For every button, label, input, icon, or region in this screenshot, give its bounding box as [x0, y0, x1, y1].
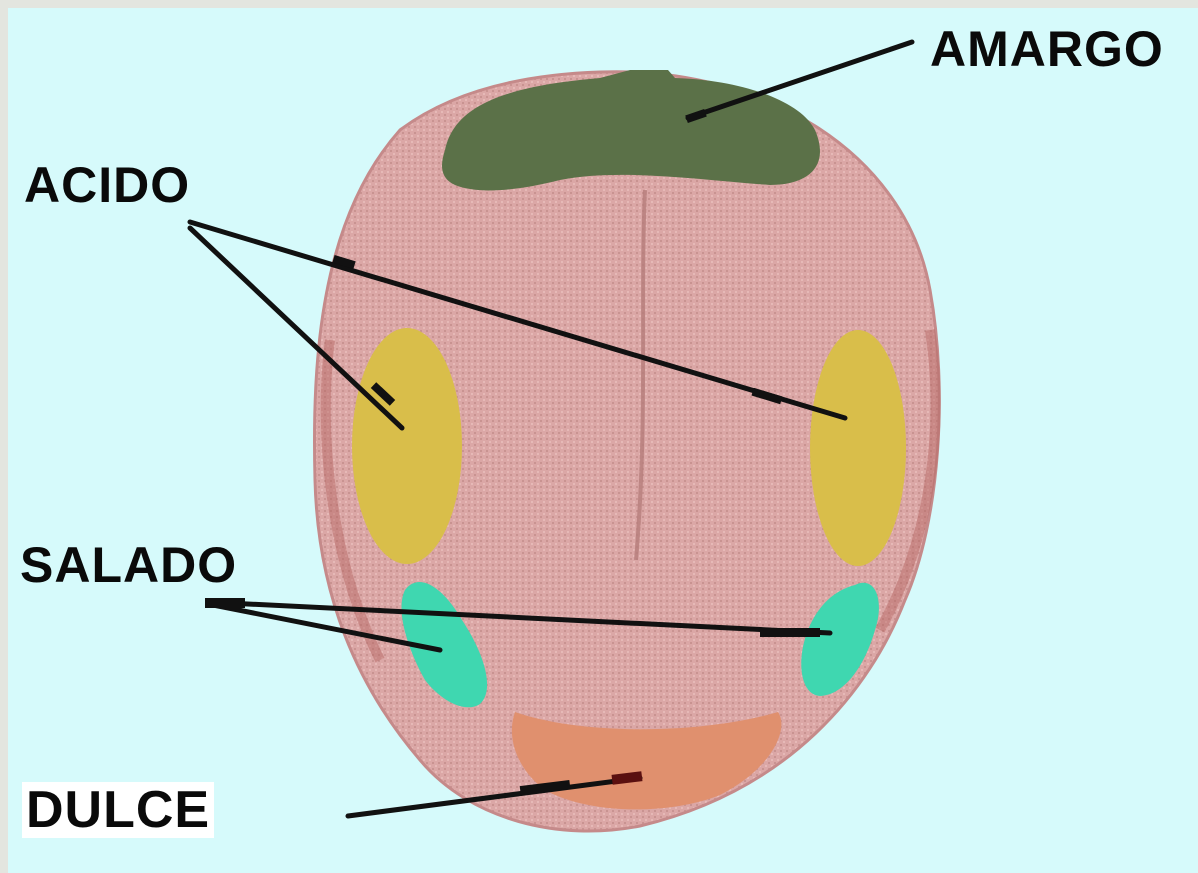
- label-sour: ACIDO: [24, 160, 190, 210]
- sour-zone-right: [810, 330, 906, 566]
- sour-zone-left: [352, 328, 462, 564]
- leader-accent: [760, 628, 820, 637]
- leader-accent: [205, 598, 245, 608]
- label-sweet: DULCE: [22, 782, 214, 838]
- label-bitter: AMARGO: [930, 24, 1164, 74]
- leader-line-bitter: [688, 42, 912, 118]
- label-salty: SALADO: [20, 540, 237, 590]
